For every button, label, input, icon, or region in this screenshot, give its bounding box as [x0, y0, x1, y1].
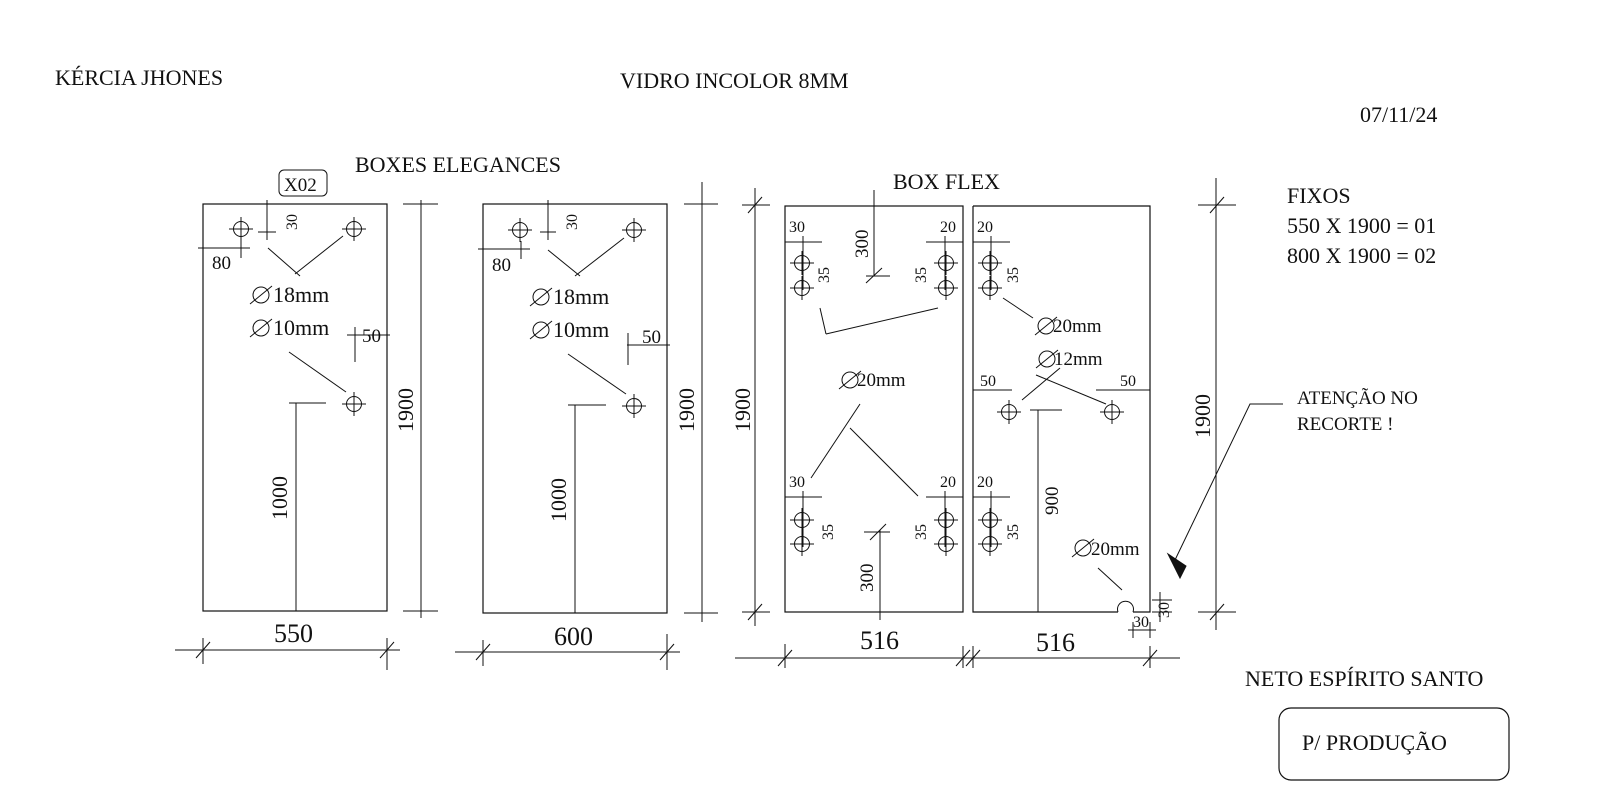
dim-width: 516	[1036, 628, 1075, 657]
signature-name: NETO ESPÍRITO SANTO	[1245, 666, 1483, 691]
dim-edge-tr: 20	[940, 219, 956, 236]
dim-width: 600	[554, 622, 593, 651]
hole-crosshair-icon	[977, 275, 1003, 301]
dim-corner-x: 30	[1133, 614, 1149, 631]
hole-label-top: 20mm	[1053, 316, 1102, 337]
glass-panel-outline	[972, 205, 1151, 613]
dim-width: 516	[860, 626, 899, 655]
hole-crosshair-icon	[621, 393, 647, 419]
dim-bottom-depth: 300	[857, 564, 878, 593]
drawing-date: 07/11/24	[1360, 102, 1437, 127]
dim-edge-tl: 30	[789, 219, 805, 236]
dim-edge-side-left: 50	[980, 373, 996, 390]
hole-crosshair-icon	[228, 216, 254, 242]
warning-line-2: RECORTE !	[1297, 414, 1394, 435]
hole-label-mid: 12mm	[1054, 349, 1103, 370]
dim-edge-tl: 20	[977, 219, 993, 236]
dim-edge-top: 30	[284, 214, 301, 230]
dim-height: 1900	[674, 388, 699, 432]
hole-crosshair-icon	[996, 399, 1022, 425]
hole-label-large: 18mm	[273, 282, 329, 307]
glass-panel-outline	[202, 203, 388, 612]
hole-label-small: 10mm	[273, 315, 329, 340]
diameter-icon	[249, 285, 273, 305]
dim-edge-side-right: 50	[1120, 373, 1136, 390]
dim-height: 1900	[393, 388, 418, 432]
hole-crosshair-icon	[933, 275, 959, 301]
dim-height-left: 1900	[730, 388, 755, 432]
dim-width: 550	[274, 619, 313, 648]
material-title: VIDRO INCOLOR 8MM	[620, 68, 849, 93]
warning-line-1: ATENÇÃO NO	[1297, 387, 1418, 409]
panel-flex-left: 30 35 20 35 30 35 20 35 300 300 20mm	[735, 190, 971, 668]
hole-crosshair-icon	[977, 531, 1003, 557]
fixos-line: 550 X 1900 = 01	[1287, 213, 1436, 238]
warning-arrow-icon	[1166, 403, 1283, 580]
hole-crosshair-icon	[341, 391, 367, 417]
hole-label: 20mm	[857, 370, 906, 391]
section-title-boxes-elegances: BOXES ELEGANCES	[355, 152, 561, 177]
dim-edge-bl: 20	[977, 474, 993, 491]
hole-crosshair-icon	[933, 250, 959, 276]
diameter-icon	[529, 287, 553, 307]
hole-crosshair-icon	[789, 250, 815, 276]
dim-edge-right: 50	[642, 327, 661, 348]
hole-label-corner: 20mm	[1091, 539, 1140, 560]
dim-height-right: 1900	[1190, 394, 1215, 438]
dim-vertical-offset: 1000	[267, 476, 292, 520]
section-title-box-flex: BOX FLEX	[893, 169, 1000, 194]
panel-flex-right: 20 35 20 35 50 50 900 20mm 12mm 20mm 30 …	[960, 205, 1180, 668]
hole-label-small: 10mm	[553, 317, 609, 342]
panel-elegances-550: 30 80 50 18mm 10mm 1000 1900 550	[175, 200, 438, 670]
dim-edge-br: 20	[940, 474, 956, 491]
hole-crosshair-icon	[789, 507, 815, 533]
hole-crosshair-icon	[507, 217, 533, 243]
production-stamp-label: P/ PRODUÇÃO	[1302, 730, 1447, 755]
diameter-icon	[249, 318, 273, 338]
hole-crosshair-icon	[933, 507, 959, 533]
dim-spacing: 35	[913, 524, 930, 540]
client-name: KÉRCIA JHONES	[55, 65, 223, 90]
dim-vertical: 900	[1042, 487, 1063, 516]
dim-edge-bl: 30	[789, 474, 805, 491]
hole-crosshair-icon	[621, 217, 647, 243]
dim-vertical-offset: 1000	[546, 478, 571, 522]
hole-crosshair-icon	[933, 531, 959, 557]
dim-edge-right: 50	[362, 326, 381, 347]
production-stamp: P/ PRODUÇÃO	[1278, 707, 1510, 781]
hole-crosshair-icon	[341, 216, 367, 242]
dim-spacing: 35	[820, 524, 837, 540]
quantity-tag: X02	[278, 169, 328, 197]
dim-spacing: 35	[1005, 267, 1022, 283]
dim-edge-top: 30	[564, 214, 581, 230]
fixos-line: 800 X 1900 = 02	[1287, 243, 1436, 268]
corner-cutout	[1117, 600, 1134, 613]
dim-spacing: 35	[913, 267, 930, 283]
hole-crosshair-icon	[977, 250, 1003, 276]
dim-spacing: 35	[816, 267, 833, 283]
dim-corner-y: 30	[1156, 602, 1173, 618]
hole-crosshair-icon	[1099, 399, 1125, 425]
hole-crosshair-icon	[789, 275, 815, 301]
dim-spacing: 35	[1005, 524, 1022, 540]
quantity-tag-label: X02	[284, 175, 317, 196]
diameter-icon	[529, 320, 553, 340]
dim-edge-left: 80	[492, 255, 511, 276]
hole-label-large: 18mm	[553, 284, 609, 309]
hole-crosshair-icon	[977, 507, 1003, 533]
dim-edge-left: 80	[212, 253, 231, 274]
dim-top-depth: 300	[852, 230, 873, 259]
fixos-title: FIXOS	[1287, 183, 1351, 208]
hole-crosshair-icon	[789, 531, 815, 557]
panel-elegances-600: 30 80 50 18mm 10mm 1000 1900 600	[455, 182, 718, 670]
